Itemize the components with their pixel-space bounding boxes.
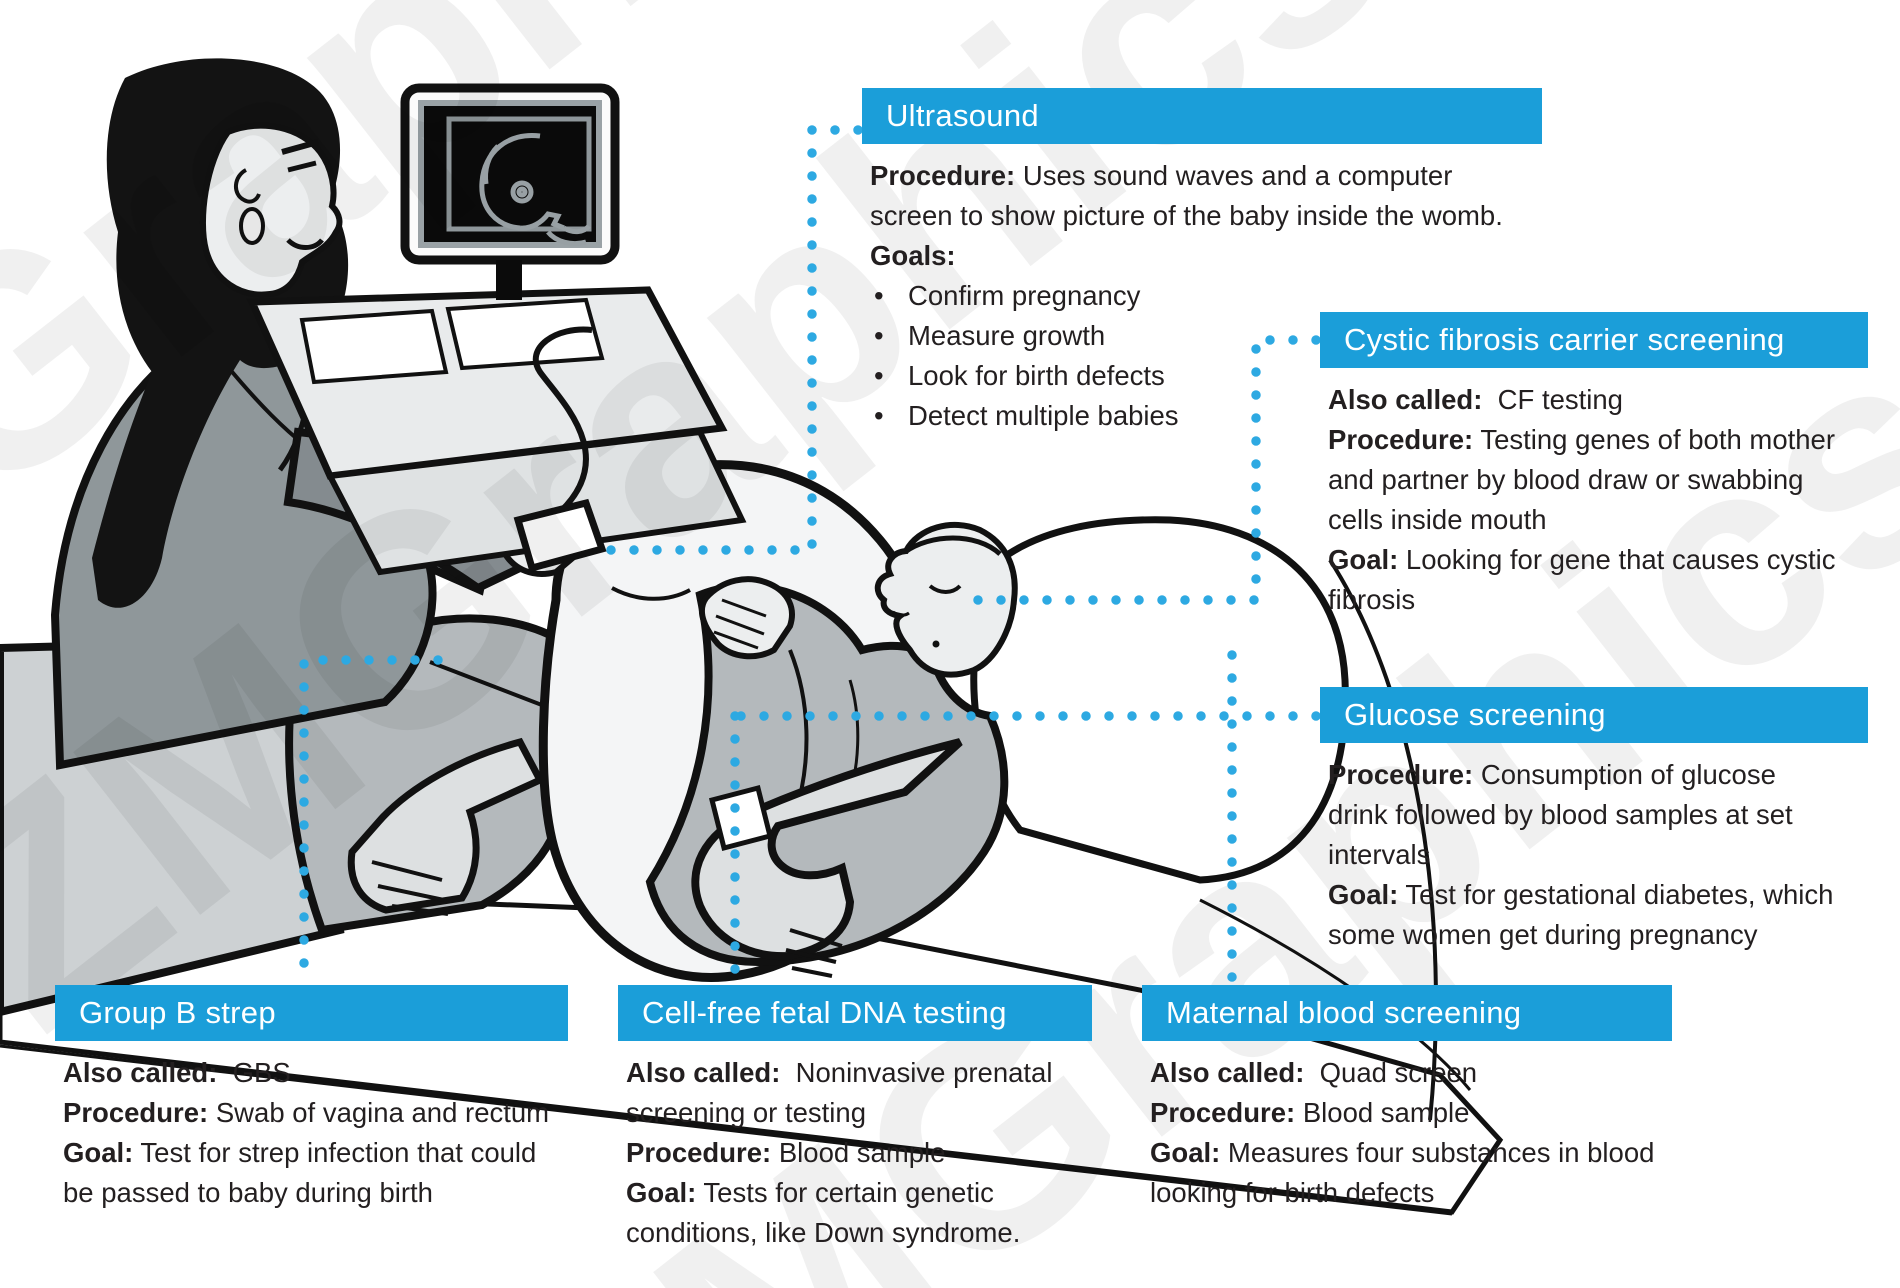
callout-text-line: Goal: Measures four substances in blood [1150, 1137, 1655, 1168]
fetus-icon [479, 133, 591, 247]
patient-head [874, 521, 1018, 678]
callout-group-b-strep-header: Group B strep [55, 985, 568, 1041]
callout-text-line: Goal: Tests for certain genetic [626, 1177, 994, 1208]
callout-title: Group B strep [79, 995, 276, 1030]
callout-text-line: Goal: Test for gestational diabetes, whi… [1328, 879, 1834, 910]
callout-text-line: Procedure: Consumption of glucose [1328, 759, 1776, 790]
callout-title: Cystic fibrosis carrier screening [1344, 322, 1785, 357]
bullet-icon: • [874, 320, 884, 351]
callout-text-line: some women get during pregnancy [1328, 919, 1758, 950]
iv-band [708, 784, 774, 852]
callout-text-line: •Measure growth [870, 316, 1552, 356]
callout-text-line: Procedure: Testing genes of both mother [1328, 424, 1835, 455]
callout-text-line: Goal: Looking for gene that causes cysti… [1328, 544, 1836, 575]
callout-ultrasound-header: Ultrasound [862, 88, 1542, 144]
leader-groupb [299, 655, 443, 987]
callout-text-line: and partner by blood draw or swabbing [1328, 464, 1804, 495]
callout-text-line: screen to show picture of the baby insid… [870, 200, 1503, 231]
callout-text-line: drink followed by blood samples at set [1328, 799, 1793, 830]
callout-ultrasound-body: Procedure: Uses sound waves and a comput… [862, 144, 1552, 436]
callout-text-line: looking for birth defects [1150, 1177, 1435, 1208]
leader-lines [299, 125, 1321, 987]
patient [0, 460, 1018, 1017]
callout-title: Glucose screening [1344, 697, 1606, 732]
callout-text-line: Procedure: Uses sound waves and a comput… [870, 160, 1453, 191]
callout-title: Cell-free fetal DNA testing [642, 995, 1007, 1030]
callout-cell-free-dna-header: Cell-free fetal DNA testing [618, 985, 1092, 1041]
callout-text-line: Goal: Test for strep infection that coul… [63, 1137, 537, 1168]
callout-group-b-strep: Group B strep Also called: GBS Procedure:… [55, 985, 575, 1213]
transducer-cable [532, 326, 593, 515]
callout-cystic-fibrosis-header: Cystic fibrosis carrier screening [1320, 312, 1868, 368]
transducer [513, 498, 607, 573]
bullet-icon: • [874, 360, 884, 391]
callout-text-line: •Look for birth defects [870, 356, 1552, 396]
callout-title: Ultrasound [886, 98, 1039, 133]
callout-cell-free-dna: Cell-free fetal DNA testing Also called:… [618, 985, 1098, 1253]
bullet-icon: • [874, 400, 884, 431]
callout-ultrasound: Ultrasound Procedure: Uses sound waves a… [862, 88, 1552, 436]
callout-glucose-body: Procedure: Consumption of glucose drink f… [1320, 743, 1880, 955]
callout-text-line: Procedure: Blood sample [626, 1137, 946, 1168]
callout-maternal-blood-header: Maternal blood screening [1142, 985, 1672, 1041]
callout-text-line: fibrosis [1328, 584, 1416, 615]
patient-near-arm [691, 738, 963, 961]
callout-text-line: be passed to baby during birth [63, 1177, 433, 1208]
callout-text-line: Procedure: Blood sample [1150, 1097, 1470, 1128]
callout-group-b-strep-body: Also called: GBS Procedure: Swab of vagin… [55, 1041, 575, 1213]
callout-text-line: Also called: GBS [63, 1057, 291, 1088]
callout-text-line: Also called: CF testing [1328, 384, 1623, 415]
callout-glucose-header: Glucose screening [1320, 687, 1868, 743]
callout-text-line: screening or testing [626, 1097, 866, 1128]
callout-cystic-fibrosis: Cystic fibrosis carrier screening Also c… [1320, 312, 1880, 620]
leader-ultrasound [583, 125, 863, 555]
callout-glucose: Glucose screening Procedure: Consumption… [1320, 687, 1880, 955]
callout-text-line: conditions, like Down syndrome. [626, 1217, 1021, 1248]
callout-text-line: Goals: [870, 240, 956, 271]
callout-text-line: Also called: Noninvasive prenatal [626, 1057, 1053, 1088]
callout-title: Maternal blood screening [1166, 995, 1522, 1030]
callout-text-line: •Confirm pregnancy [870, 276, 1552, 316]
callout-cell-free-dna-body: Also called: Noninvasive prenatal screeni… [618, 1041, 1098, 1253]
callout-text-line: Procedure: Swab of vagina and rectum [63, 1097, 550, 1128]
ultrasound-machine [246, 286, 747, 576]
monitor [400, 83, 620, 300]
callout-text-line: Also called: Quad screen [1150, 1057, 1478, 1088]
bullet-icon: • [874, 280, 884, 311]
callout-maternal-blood: Maternal blood screening Also called: Qu… [1142, 985, 1682, 1213]
callout-text-line: cells inside mouth [1328, 504, 1547, 535]
callout-text-line: •Detect multiple babies [870, 396, 1552, 436]
callout-text-line: intervals [1328, 839, 1431, 870]
